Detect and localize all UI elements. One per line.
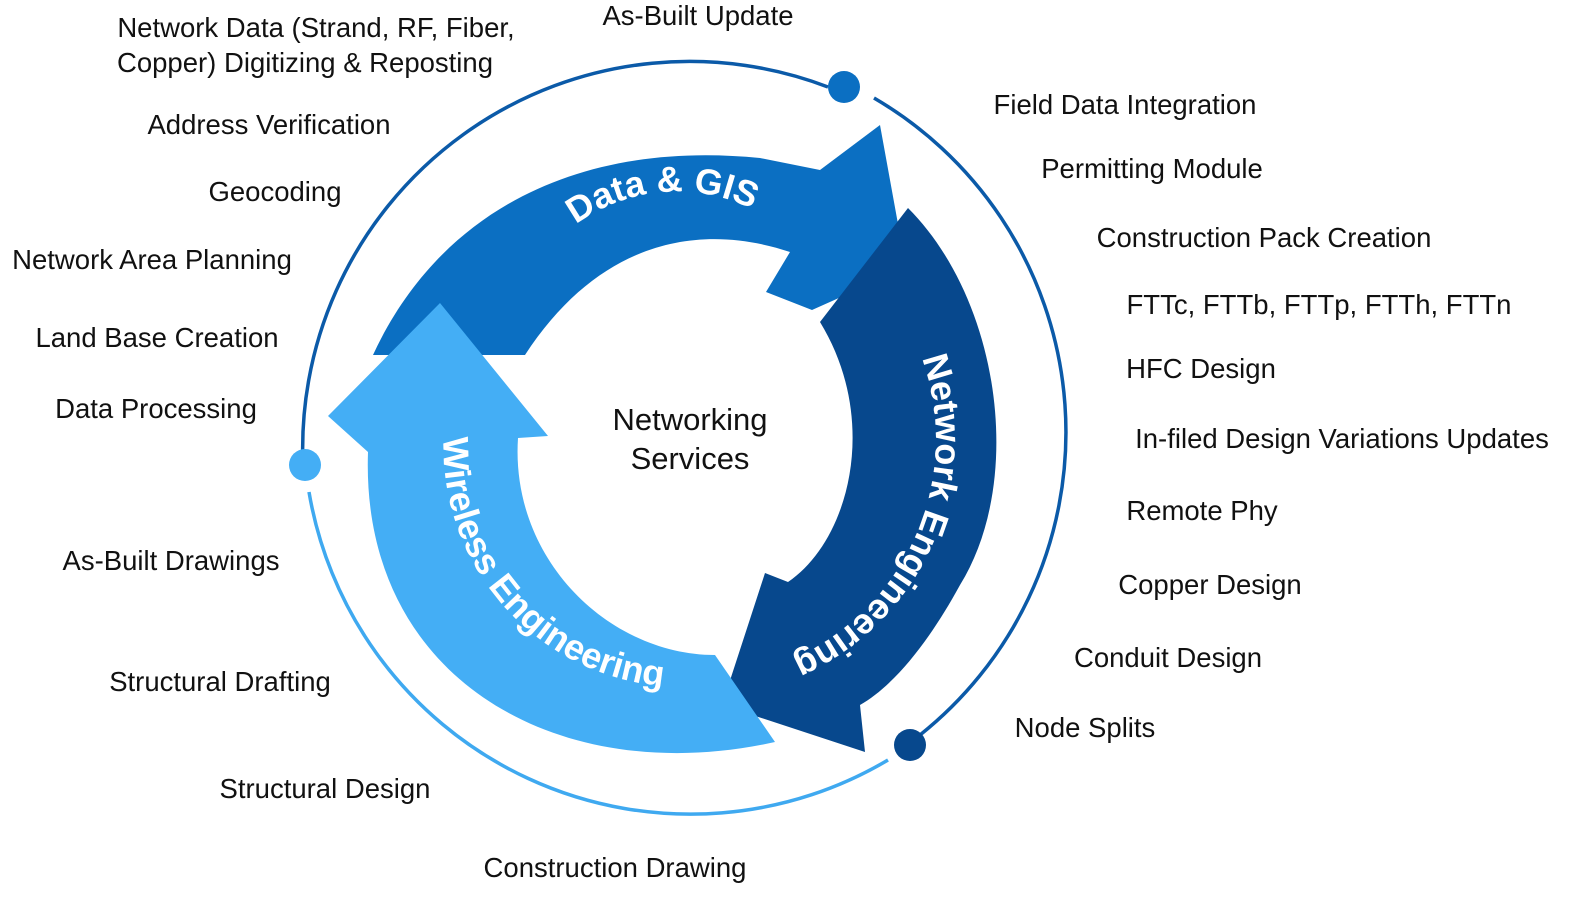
label-permitting-module: Permitting Module bbox=[1041, 153, 1263, 184]
center-title-line1: Networking bbox=[612, 402, 767, 437]
label-structural-drafting: Structural Drafting bbox=[109, 666, 331, 697]
label-geocoding: Geocoding bbox=[208, 176, 341, 207]
label-network-area-planning: Network Area Planning bbox=[12, 244, 292, 275]
label-structural-design: Structural Design bbox=[220, 773, 431, 804]
label-remote-phy: Remote Phy bbox=[1126, 495, 1278, 526]
outer-ring-bottom-arc bbox=[307, 491, 889, 816]
data-gis-arrow bbox=[373, 125, 906, 355]
label-network-data-line2: Copper) Digitizing & Reposting bbox=[117, 47, 493, 78]
ring-dot-left bbox=[289, 449, 321, 481]
label-data-processing: Data Processing bbox=[55, 393, 257, 424]
outer-ring-top-arc bbox=[300, 59, 829, 466]
center-title-line2: Services bbox=[631, 441, 750, 476]
label-copper-design: Copper Design bbox=[1118, 569, 1301, 600]
network-engineering-arrow bbox=[722, 208, 997, 752]
label-infiled-design-variations: In-filed Design Variations Updates bbox=[1135, 423, 1549, 454]
label-conduit-design: Conduit Design bbox=[1074, 642, 1262, 673]
label-construction-drawing: Construction Drawing bbox=[484, 852, 747, 883]
label-ftt-variants: FTTc, FTTb, FTTp, FTTh, FTTn bbox=[1127, 289, 1512, 320]
label-address-verification: Address Verification bbox=[147, 109, 390, 140]
outer-ring-right-arc bbox=[873, 96, 1068, 737]
label-construction-pack-creation: Construction Pack Creation bbox=[1097, 222, 1432, 253]
label-as-built-drawings: As-Built Drawings bbox=[62, 545, 279, 576]
label-hfc-design: HFC Design bbox=[1126, 353, 1276, 384]
ring-dot-top bbox=[828, 71, 860, 103]
label-network-data-line1: Network Data (Strand, RF, Fiber, bbox=[117, 12, 514, 43]
label-field-data-integration: Field Data Integration bbox=[994, 89, 1257, 120]
wireless-engineering-arrow bbox=[328, 303, 775, 754]
label-as-built-update: As-Built Update bbox=[602, 0, 793, 31]
ring-dot-right bbox=[894, 729, 926, 761]
label-node-splits: Node Splits bbox=[1015, 712, 1156, 743]
label-land-base-creation: Land Base Creation bbox=[35, 322, 278, 353]
